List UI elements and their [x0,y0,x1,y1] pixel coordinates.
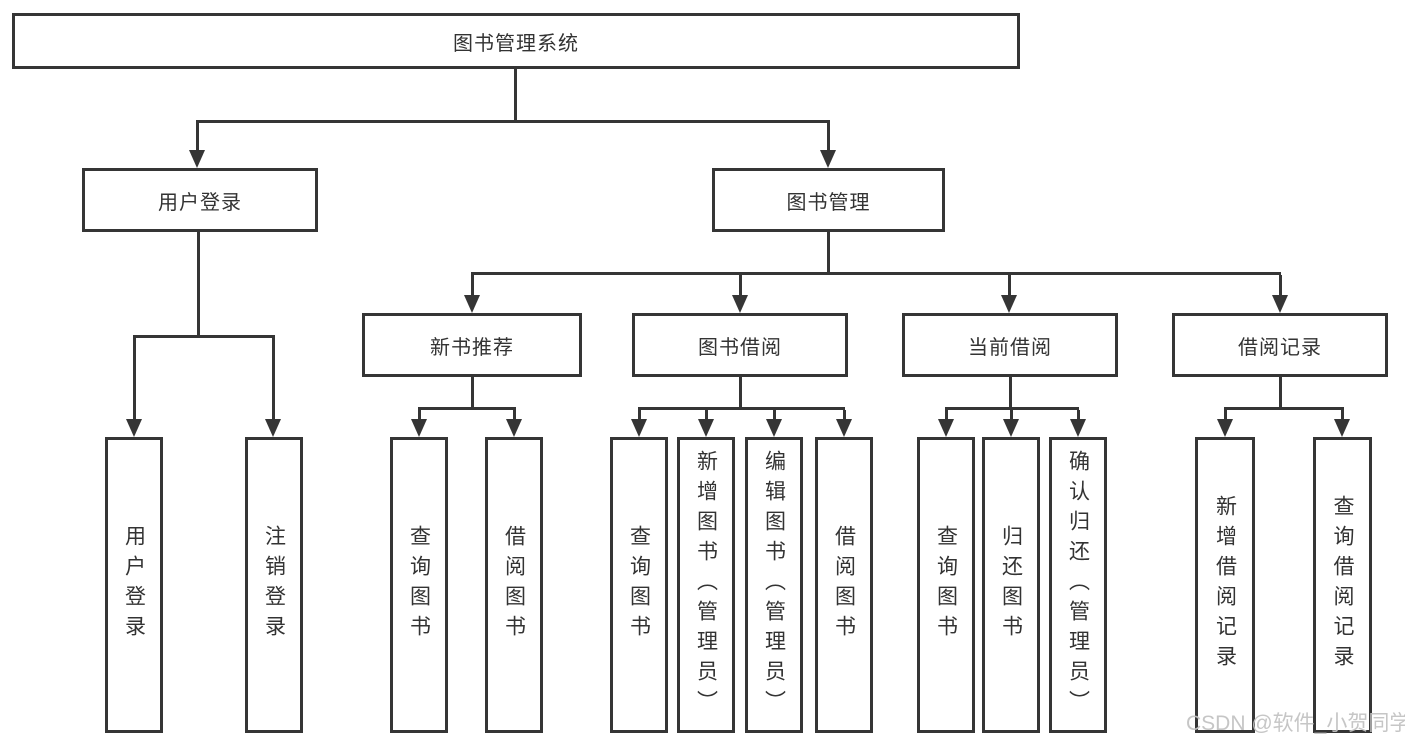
leaf-label: 编辑图书（管理员） [762,450,786,720]
node-label: 用户登录 [158,191,242,214]
arrow-down-icon [938,419,954,437]
node-label: 借阅记录 [1238,336,1322,359]
leaf-label: 注销登录 [262,525,286,645]
connector-line [1077,410,1080,419]
leaf-label: 查询图书 [407,525,431,645]
connector-line [1224,407,1344,410]
leaf-label: 用户登录 [122,525,146,645]
connector-line [418,410,421,419]
node-label: 新书推荐 [430,336,514,359]
connector-line [1341,410,1344,419]
node-user-login-branch: 用户登录 [82,168,318,232]
connector-line [773,410,776,419]
leaf-logout: 注销登录 [245,437,303,733]
connector-line [1009,377,1012,407]
connector-line [272,338,275,419]
connector-line [133,338,136,419]
node-label: 当前借阅 [968,336,1052,359]
leaf-query-book-2: 查询图书 [610,437,668,733]
connector-line [739,377,742,407]
connector-line [471,275,474,296]
arrow-down-icon [766,419,782,437]
connector-line [418,407,516,410]
connector-line [827,123,830,151]
node-current-borrow: 当前借阅 [902,313,1118,377]
arrow-down-icon [126,419,142,437]
node-label: 图书管理系统 [453,32,579,55]
leaf-user-login: 用户登录 [105,437,163,733]
leaf-confirm-return-admin: 确认归还（管理员） [1049,437,1107,733]
node-book-borrow: 图书借阅 [632,313,848,377]
node-new-book-recommend: 新书推荐 [362,313,582,377]
connector-line [471,377,474,407]
arrow-down-icon [1001,295,1017,313]
leaf-label: 查询图书 [627,525,651,645]
connector-line [1008,275,1011,296]
connector-line [197,232,200,335]
arrow-down-icon [732,295,748,313]
leaf-label: 查询图书 [934,525,958,645]
connector-line [1279,377,1282,407]
node-label: 图书借阅 [698,336,782,359]
arrow-down-icon [506,419,522,437]
connector-line [705,410,708,419]
leaf-query-book-1: 查询图书 [390,437,448,733]
leaf-return-book: 归还图书 [982,437,1040,733]
leaf-edit-book-admin: 编辑图书（管理员） [745,437,803,733]
arrow-down-icon [820,150,836,168]
connector-line [196,120,830,123]
leaf-label: 归还图书 [999,525,1023,645]
leaf-borrow-book-1: 借阅图书 [485,437,543,733]
leaf-add-book-admin: 新增图书（管理员） [677,437,735,733]
connector-line [843,410,846,419]
arrow-down-icon [631,419,647,437]
arrow-down-icon [836,419,852,437]
arrow-down-icon [698,419,714,437]
connector-line [638,407,845,410]
arrow-down-icon [1334,419,1350,437]
leaf-label: 新增图书（管理员） [694,450,718,720]
node-book-management-branch: 图书管理 [712,168,945,232]
connector-line [638,410,641,419]
connector-line [471,272,1281,275]
arrow-down-icon [1272,295,1288,313]
connector-line [196,123,199,151]
arrow-down-icon [411,419,427,437]
csdn-watermark: CSDN @软件_小贺同学 [1186,712,1405,735]
leaf-label: 查询借阅记录 [1331,495,1354,675]
connector-line [827,232,830,272]
connector-line [513,410,516,419]
arrow-down-icon [265,419,281,437]
connector-line [1279,275,1282,296]
node-borrow-records: 借阅记录 [1172,313,1388,377]
arrow-down-icon [464,295,480,313]
leaf-label: 借阅图书 [502,525,526,645]
node-book-management-system: 图书管理系统 [12,13,1020,69]
leaf-label: 新增借阅记录 [1213,495,1237,675]
leaf-label: 确认归还（管理员） [1066,450,1090,720]
leaf-add-borrow-record: 新增借阅记录 [1195,437,1255,733]
leaf-query-book-3: 查询图书 [917,437,975,733]
connector-line [1224,410,1227,419]
leaf-borrow-book-2: 借阅图书 [815,437,873,733]
connector-line [133,335,275,338]
arrow-down-icon [1070,419,1086,437]
leaf-label: 借阅图书 [832,525,856,645]
leaf-query-borrow-record: 查询借阅记录 [1313,437,1372,733]
connector-line [945,407,1079,410]
connector-line [739,275,742,296]
arrow-down-icon [1217,419,1233,437]
connector-line [514,68,517,120]
arrow-down-icon [1003,419,1019,437]
connector-line [945,410,948,419]
node-label: 图书管理 [786,191,871,214]
arrow-down-icon [189,150,205,168]
connector-line [1010,410,1013,419]
